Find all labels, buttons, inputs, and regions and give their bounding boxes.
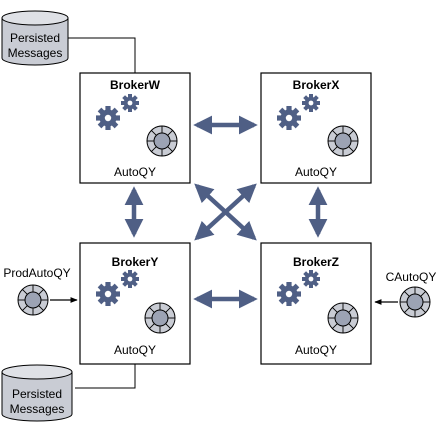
broker-x-name: BrokerX xyxy=(293,78,340,92)
broker-z-name: BrokerZ xyxy=(293,255,339,269)
broker-y-name: BrokerY xyxy=(112,255,159,269)
broker-w-name: BrokerW xyxy=(110,78,161,92)
broker-x-queue-icon xyxy=(327,125,359,157)
broker-w: BrokerW AutoQY xyxy=(79,72,191,184)
producer-label: ProdAutoQY xyxy=(3,266,70,280)
broker-x: BrokerX AutoQY xyxy=(260,72,372,184)
storage-bottom-cylinder: Persisted Messages xyxy=(1,364,73,422)
storage-top-label-line2: Messages xyxy=(8,46,63,60)
broker-z: BrokerZ AutoQY xyxy=(260,242,372,365)
consumer: CAutoQY xyxy=(386,270,437,318)
storage-bottom-label-line2: Messages xyxy=(10,402,65,416)
broker-y-queue-label: AutoQY xyxy=(114,343,156,357)
broker-z-queue-icon xyxy=(327,302,359,334)
producer: ProdAutoQY xyxy=(3,266,71,316)
link-x-y xyxy=(194,183,257,241)
storage-top-cylinder: Persisted Messages xyxy=(1,10,69,66)
storage-top-label-line1: Persisted xyxy=(10,31,60,45)
storage-top-connector xyxy=(68,37,136,73)
consumer-queue-icon xyxy=(399,286,431,318)
broker-y: BrokerY AutoQY xyxy=(79,242,191,365)
broker-links xyxy=(124,115,328,309)
broker-x-queue-label: AutoQY xyxy=(295,165,337,179)
producer-queue-icon xyxy=(17,284,49,316)
broker-w-queue-icon xyxy=(146,125,178,157)
storage-bottom-connector xyxy=(75,364,136,389)
broker-y-queue-icon xyxy=(144,302,176,334)
consumer-label: CAutoQY xyxy=(386,270,437,284)
storage-bottom-label-line1: Persisted xyxy=(12,387,62,401)
broker-z-queue-label: AutoQY xyxy=(295,343,337,357)
broker-w-queue-label: AutoQY xyxy=(114,165,156,179)
